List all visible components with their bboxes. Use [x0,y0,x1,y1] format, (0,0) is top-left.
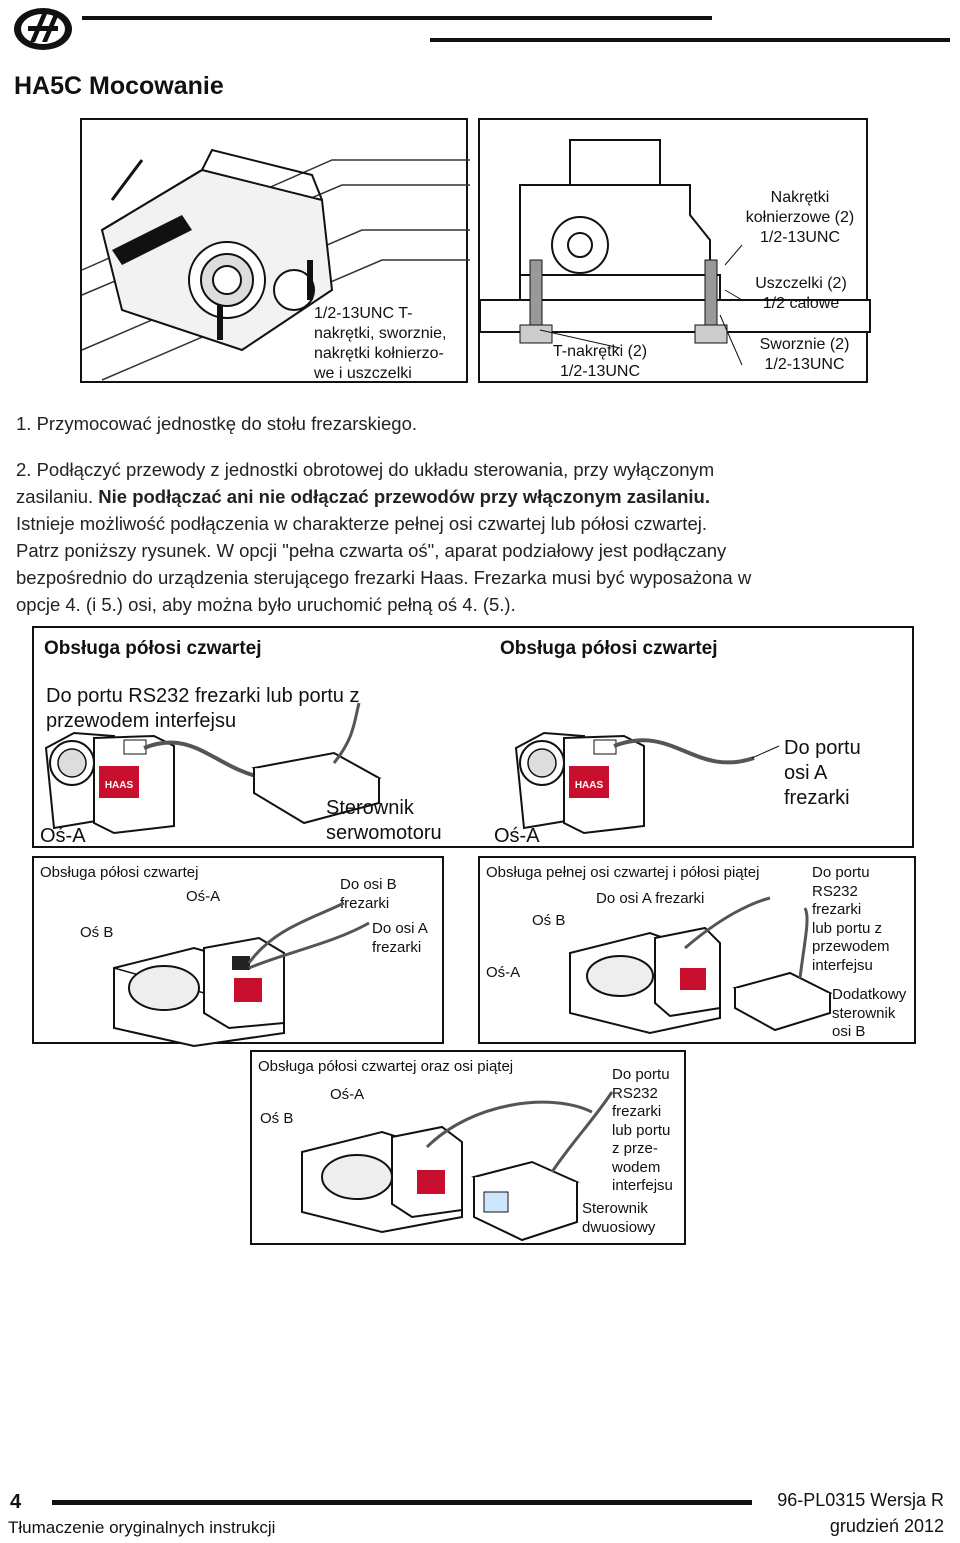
servo-controller-label: Sterownik serwomotoru [326,797,442,844]
tilt-unit-drawing-3 [301,1091,614,1242]
half-4th-and-5th-diagram: Obsługa półosi czwartej oraz osi piątej … [250,1050,686,1245]
header-rule-top [82,16,712,20]
left-diagram-title: Obsługa półosi czwartej [44,638,262,659]
mid-left-to-a: Do osi A frezarki [372,920,428,956]
page-title: HA5C Mocowanie [14,72,224,100]
bottom-axis-b: Oś B [260,1110,294,1127]
header-rule-bottom [430,38,950,42]
mid-right-port: Do portu RS232 frezarki lub portu z prze… [812,864,890,974]
document-date: grudzień 2012 [829,1516,944,1536]
mid-right-axis-a: Oś-A [486,964,521,981]
mounting-figure-right: Nakrętki kołnierzowe (2) 1/2-13UNC Uszcz… [478,118,871,383]
haas-badge-right [569,766,609,798]
bottom-title: Obsługa półosi czwartej oraz osi piątej [258,1058,514,1075]
tnuts-label: T-nakrętki (2) 1/2-13UNC [552,343,648,380]
half-4th-axis-diagram: Obsługa półosi czwartej Oś-A Oś B Do osi… [32,856,444,1048]
flange-nuts-label: Nakrętki kołnierzowe (2) 1/2-13UNC [745,189,855,246]
left-rotary-unit-drawing: HAAS HAAS [44,702,780,835]
document-version: 96-PL0315 Wersja R [777,1490,944,1510]
mid-left-title: Obsługa półosi czwartej [40,864,199,881]
mid-left-axis-a: Oś-A [186,888,221,905]
mid-left-axis-b: Oś B [80,924,114,941]
right-diagram-title: Obsługa półosi czwartej [500,638,718,659]
left-port-label: Do portu RS232 frezarki lub portu z prze… [46,685,360,732]
connection-diagram-panel: Obsługa półosi czwartej Obsługa półosi c… [32,626,914,848]
rotary-table-drawing [81,148,470,381]
svg-text:HAAS: HAAS [105,780,134,791]
footer-translation-note: Tłumaczenie oryginalnych instrukcji [8,1518,276,1537]
svg-text:HAAS: HAAS [575,780,604,791]
mid-right-title: Obsługa pełnej osi czwartej i półosi pią… [486,864,760,881]
bottom-axis-a: Oś-A [330,1086,365,1103]
mid-right-extra-controller: Dodatkowy sterownik osi B [832,986,907,1040]
seals-label: Uszczelki (2) 1/2 calowe [755,275,847,312]
haas-badge-left [99,766,139,798]
tilt-unit-drawing-1 [113,901,370,1048]
tilt-unit-drawing-2 [569,896,833,1035]
step-2: 2. Podłączyć przewody z jednostki obroto… [16,459,752,615]
warning-text: Nie podłączać ani nie odłączać przewodów… [98,486,710,507]
mid-right-axis-b: Oś B [532,912,566,929]
haas-logo-icon [14,8,72,50]
tnut-section-drawing [479,139,871,366]
page-number: 4 [10,1491,22,1513]
right-port-label: Do portu osi A frezarki [784,737,861,809]
bottom-port: Do portu RS232 frezarki lub portu z prze… [612,1066,673,1194]
footer-rule [52,1500,752,1505]
left-axis-a-label: Oś-A [40,825,86,847]
mid-right-to-a: Do osi A frezarki [596,890,705,907]
tnut-kit-label: 1/2-13UNC T- nakrętki, sworznie, nakrętk… [314,305,447,382]
mounting-figure-left: 1/2-13UNC T- nakrętki, sworznie, nakrętk… [80,118,470,383]
right-axis-a-label: Oś-A [494,825,540,847]
mid-left-to-b: Do osi B frezarki [340,876,397,912]
full-4th-half-5th-diagram: Obsługa pełnej osi czwartej i półosi pią… [478,856,916,1044]
step-1: 1. Przymocować jednostkę do stołu frezar… [16,413,418,434]
dual-controller-label: Sterownik dwuosiowy [582,1200,656,1236]
bolts-label: Sworznie (2) 1/2-13UNC [759,336,850,373]
